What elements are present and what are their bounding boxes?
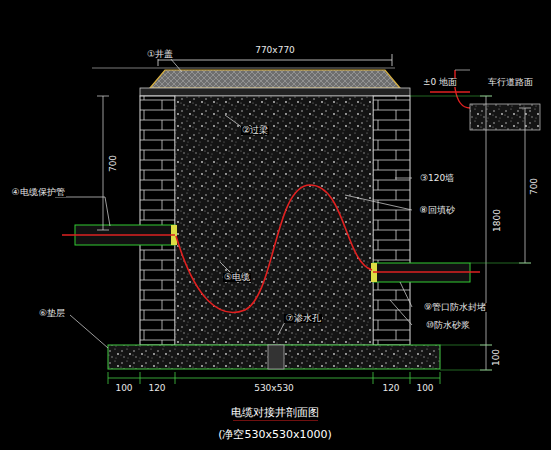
drawing-title: 电缆对接井剖面图 (231, 405, 319, 420)
part-label: ⑦渗水孔 (284, 314, 321, 323)
part-label: ⑤电缆 (223, 273, 251, 282)
dimension: 530x530 (253, 384, 295, 393)
part-label: ⑨管口防水封堵 (423, 303, 487, 312)
part-label: ②过梁 (241, 126, 269, 135)
part-label: ①井盖 (146, 50, 174, 59)
part-label: ⑥垫层 (38, 309, 66, 318)
part-label: ⑩防水砂浆 (425, 321, 471, 330)
dimension: 100 (493, 347, 502, 366)
part-label: ③120墙 (419, 174, 455, 183)
drawing-caption: (净空530x530x1000) (218, 427, 332, 442)
dimension: 700 (110, 153, 119, 172)
part-label: ⑧回填砂 (418, 206, 455, 215)
dimension: 100 (415, 384, 434, 393)
dimension: 120 (147, 384, 166, 393)
dimension: 700 (531, 176, 540, 195)
part-label: 车行道路面 (487, 78, 534, 87)
part-label: ±0 地面 (422, 78, 458, 87)
dimension: 100 (114, 384, 133, 393)
dimension: 770x770 (254, 46, 296, 55)
dimension: 1800 (493, 208, 502, 233)
part-label: ④电缆保护管 (10, 188, 65, 197)
dimension: 120 (381, 384, 400, 393)
